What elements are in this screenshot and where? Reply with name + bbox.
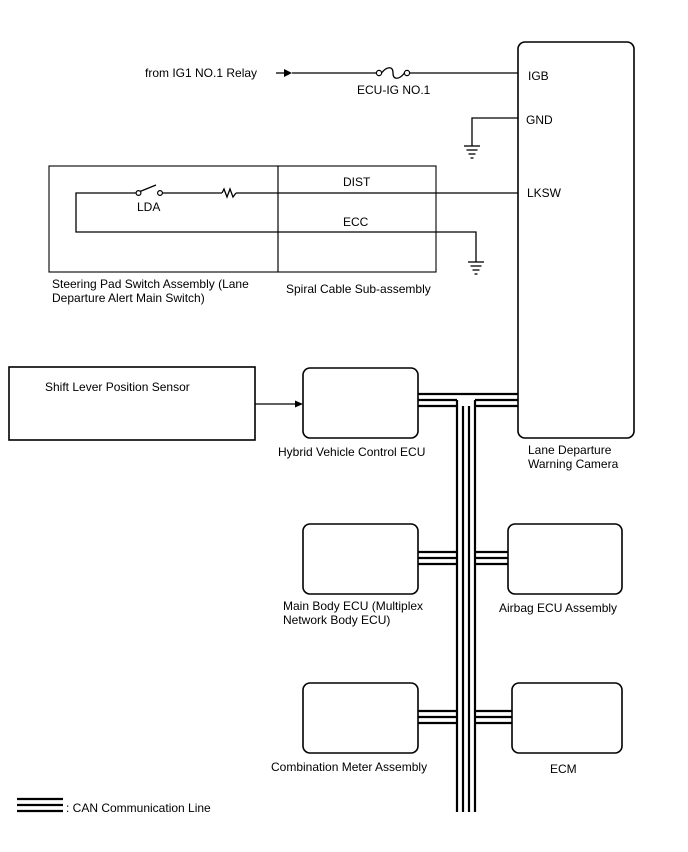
ig1-relay-label: from IG1 NO.1 Relay bbox=[145, 66, 257, 80]
arrow-right-icon bbox=[255, 400, 303, 408]
steering-pad-switch-box bbox=[48, 165, 279, 273]
ground-icon bbox=[468, 261, 484, 275]
ecc-label: ECC bbox=[343, 215, 369, 229]
spiral-cable-box bbox=[277, 165, 437, 273]
camera-gnd-wire bbox=[471, 117, 518, 146]
pin-gnd-label: GND bbox=[526, 113, 553, 127]
spiral-cable-label: Spiral Cable Sub-assembly bbox=[286, 282, 431, 296]
combination-meter-box bbox=[302, 682, 419, 754]
hybrid-ecu-box bbox=[302, 367, 419, 439]
shift-lever-label: Shift Lever Position Sensor bbox=[45, 380, 190, 394]
main-body-ecu-label-line2: Network Body ECU) bbox=[283, 613, 390, 627]
fuse-icon bbox=[375, 67, 411, 79]
fuse-label: ECU-IG NO.1 bbox=[357, 83, 431, 97]
pin-lksw-label: LKSW bbox=[527, 186, 562, 200]
shift-lever-sensor-box bbox=[8, 366, 256, 441]
lda-switch-label: LDA bbox=[137, 200, 160, 214]
combination-meter-label: Combination Meter Assembly bbox=[271, 760, 427, 774]
can-branch-bottom bbox=[418, 709, 512, 725]
can-line-legend-label: : CAN Communication Line bbox=[66, 801, 211, 815]
steering-pad-label-line2: Departure Alert Main Switch) bbox=[52, 291, 205, 305]
ecc-wire bbox=[75, 192, 477, 262]
camera-label-line2: Warning Camera bbox=[528, 457, 619, 471]
airbag-ecu-box bbox=[507, 523, 623, 595]
lane-departure-camera-box bbox=[517, 41, 635, 439]
ecm-box bbox=[511, 682, 623, 754]
steering-pad-label-line1: Steering Pad Switch Assembly (Lane bbox=[52, 277, 249, 291]
dist-label: DIST bbox=[343, 175, 371, 189]
resistor-icon bbox=[221, 187, 237, 199]
camera-label-line1: Lane Departure bbox=[528, 443, 612, 457]
can-branch-top bbox=[418, 392, 518, 408]
ecm-label: ECM bbox=[550, 762, 577, 776]
can-trunk bbox=[455, 400, 477, 812]
can-line-legend-symbol bbox=[17, 797, 63, 813]
hybrid-ecu-label: Hybrid Vehicle Control ECU bbox=[278, 445, 425, 459]
main-body-ecu-box bbox=[302, 523, 419, 595]
lda-switch-icon bbox=[135, 184, 164, 197]
airbag-ecu-label: Airbag ECU Assembly bbox=[499, 601, 617, 615]
arrow-right-icon bbox=[276, 69, 292, 77]
main-body-ecu-label-line1: Main Body ECU (Multiplex bbox=[283, 599, 423, 613]
ground-icon bbox=[464, 145, 480, 159]
can-branch-middle bbox=[418, 550, 508, 566]
pin-igb-label: IGB bbox=[528, 69, 549, 83]
